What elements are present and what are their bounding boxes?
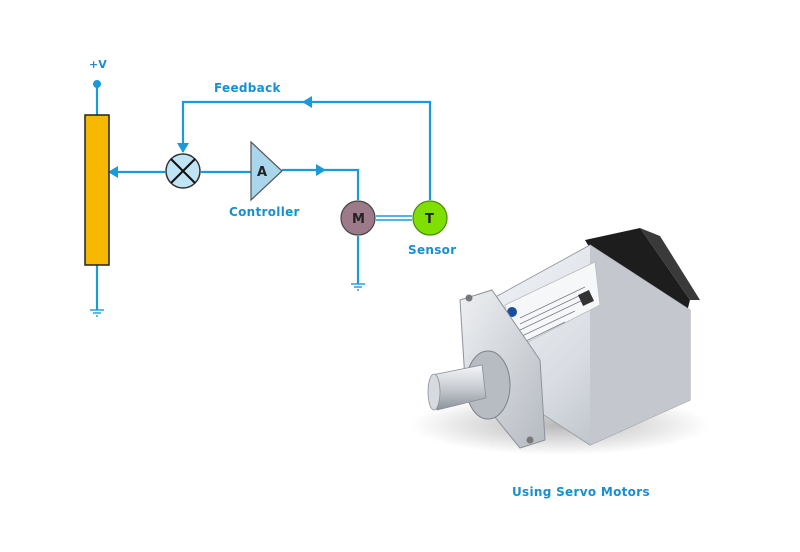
amplifier: A [250, 140, 283, 202]
tachometer-label: T [425, 212, 434, 227]
feedback-label: Feedback [214, 81, 281, 95]
ground-icon [351, 283, 365, 291]
sensor-label: Sensor [408, 243, 456, 257]
supply-terminal [93, 80, 101, 88]
motor-label: M [352, 212, 365, 227]
controller-label: Controller [229, 205, 300, 219]
arrow-to-motor [316, 164, 326, 176]
wires [95, 85, 432, 310]
servo-motor-image [410, 228, 710, 455]
cross-circle-icon [165, 153, 201, 189]
motor-node: M [340, 200, 376, 236]
amplifier-label: A [257, 165, 267, 180]
ground-icon [90, 309, 104, 317]
image-caption: Using Servo Motors [512, 485, 650, 499]
arrows [108, 96, 326, 178]
arrow-feedback [302, 96, 312, 108]
supply-label: +V [89, 58, 107, 71]
potentiometer [84, 114, 110, 266]
arrow-to-pot [108, 166, 118, 178]
arrow-into-summer [177, 143, 189, 153]
tachometer-node: T [412, 200, 448, 236]
